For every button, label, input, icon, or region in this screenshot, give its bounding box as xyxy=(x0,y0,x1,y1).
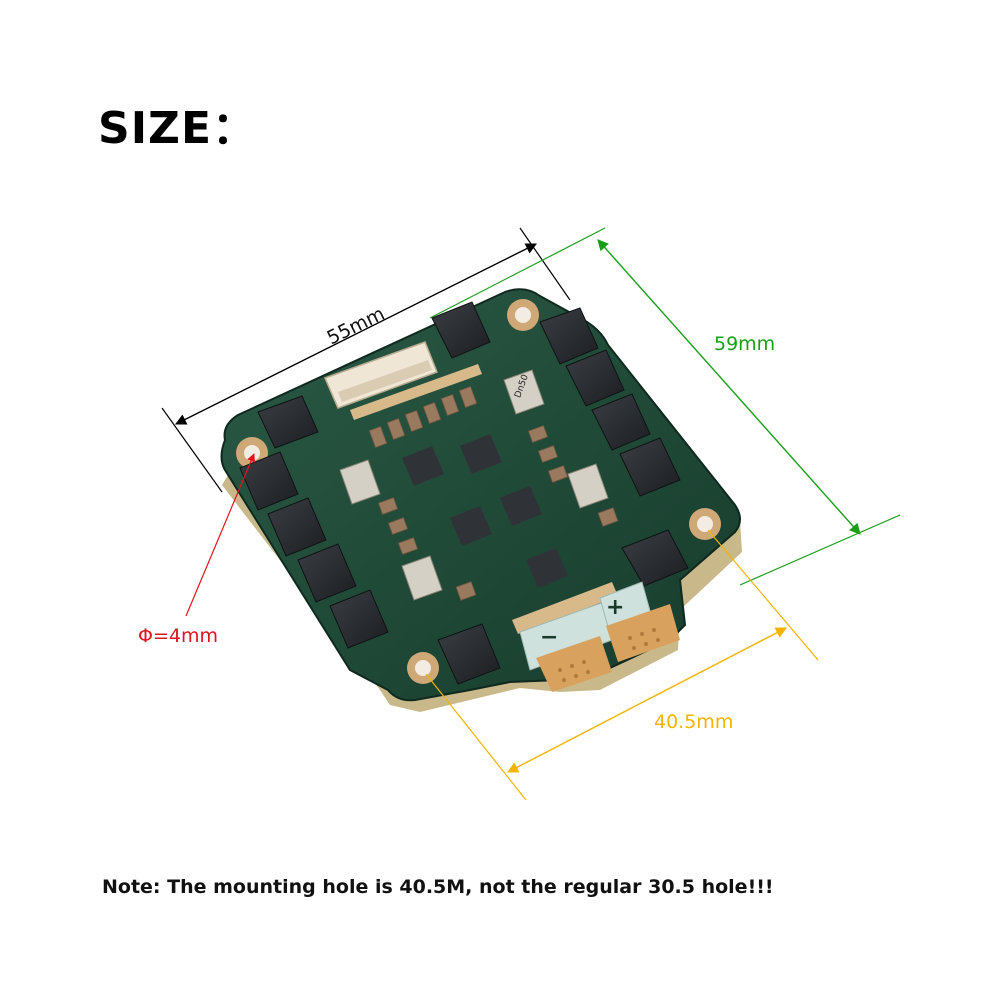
positive-pad-label: + xyxy=(606,595,624,620)
hole-diameter-dimension xyxy=(185,453,255,617)
hole-spacing-dimension xyxy=(425,529,819,801)
width-dimension xyxy=(161,227,571,493)
ic-chips xyxy=(402,434,568,588)
negative-pad-label: − xyxy=(540,625,558,650)
hole-diameter-label: Φ=4mm xyxy=(138,625,218,647)
silkscreen-strip-bottom xyxy=(512,582,618,634)
hole-spacing-label: 40.5mm xyxy=(654,711,733,733)
page-title: SIZE： xyxy=(98,103,258,154)
mounting-note: Note: The mounting hole is 40.5M, not th… xyxy=(102,876,774,898)
width-label: 55mm xyxy=(324,303,389,350)
height-label: 59mm xyxy=(714,333,775,355)
height-dimension xyxy=(429,227,901,586)
